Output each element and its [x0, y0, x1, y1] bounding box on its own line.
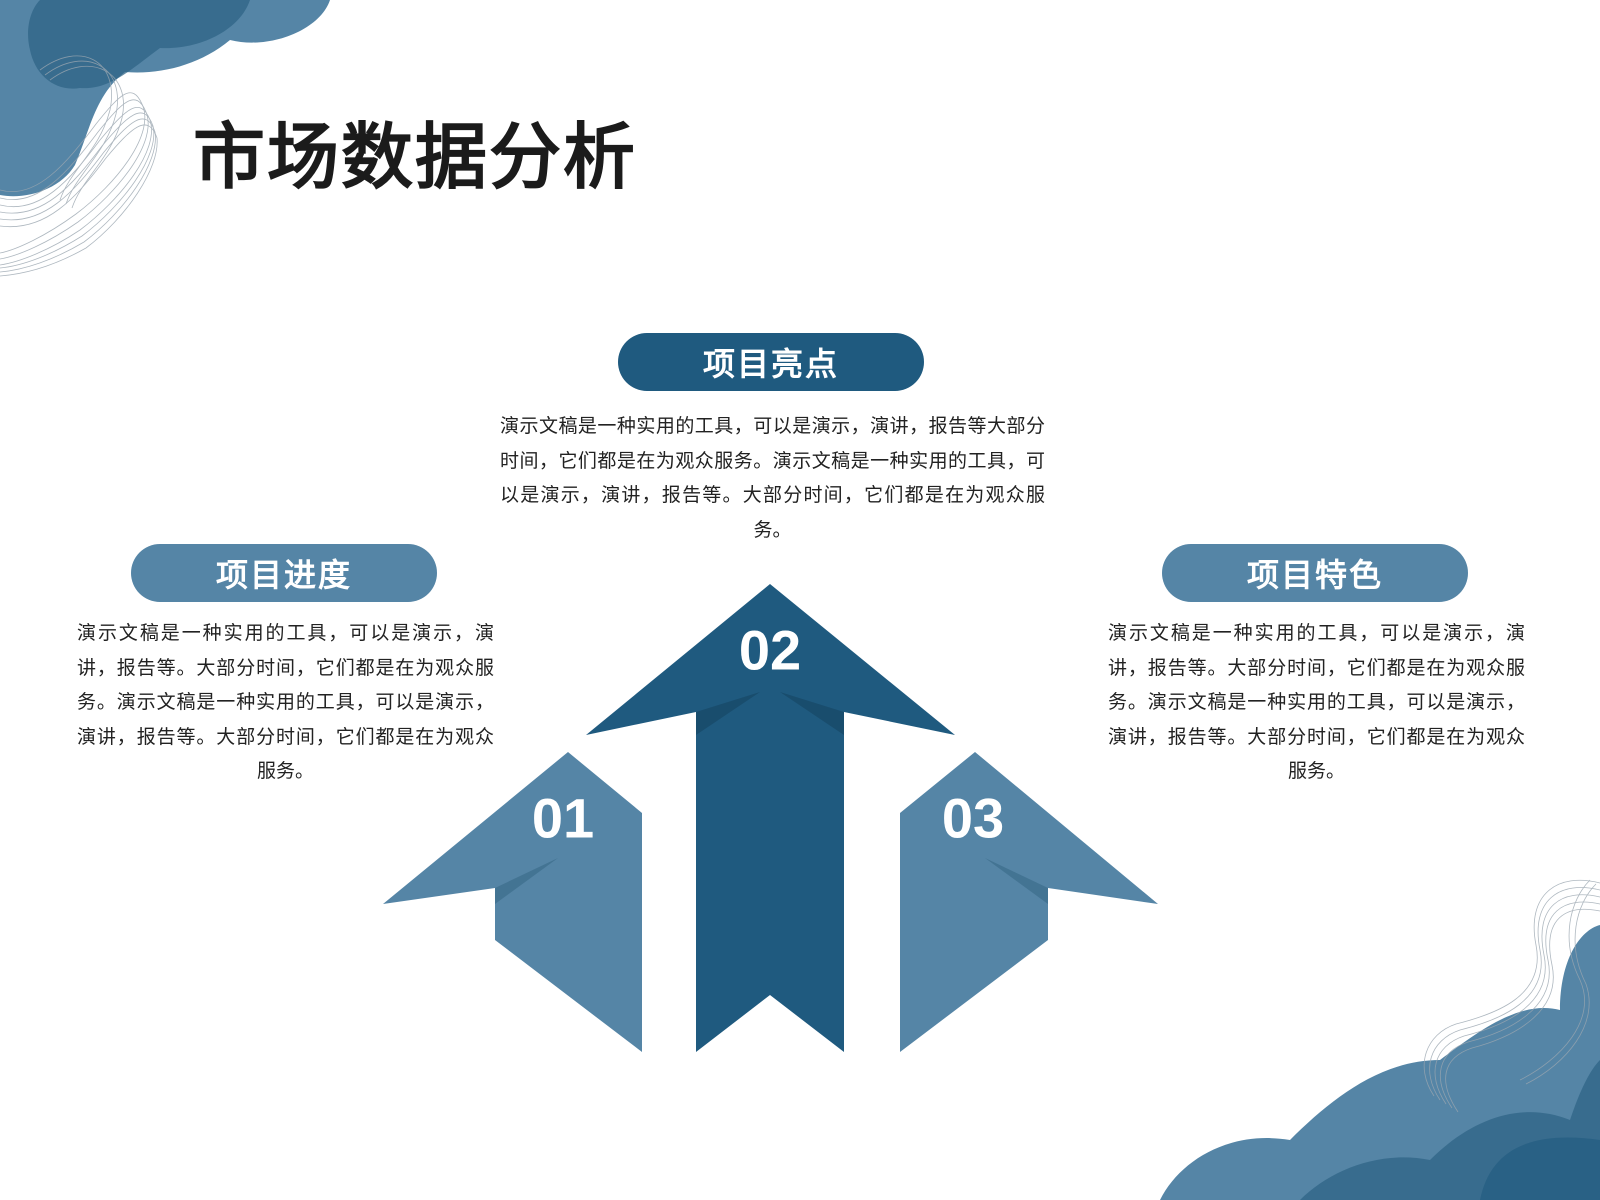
arrow-number-03: 03 — [941, 786, 1005, 850]
description-02: 演示文稿是一种实用的工具，可以是演示，演讲，报告等大部分时间，它们都是在为观众服… — [500, 415, 1045, 541]
top-left-wave-lines — [0, 55, 158, 277]
arrow-02 — [586, 584, 955, 1052]
heading-pill-03: 项目特色 — [1162, 544, 1468, 602]
description-03: 演示文稿是一种实用的工具，可以是演示，演讲，报告等。大部分时间，它们都是在为观众… — [1108, 622, 1525, 782]
description-01: 演示文稿是一种实用的工具，可以是演示，演讲，报告等。大部分时间，它们都是在为观众… — [77, 622, 494, 782]
bottom-right-blob — [1160, 925, 1600, 1200]
page-title: 市场数据分析 — [193, 115, 638, 199]
heading-pill-02: 项目亮点 — [618, 333, 924, 391]
arrow-number-02: 02 — [738, 618, 802, 682]
bottom-right-wave-lines — [1423, 879, 1600, 1113]
heading-pill-01: 项目进度 — [131, 544, 437, 602]
arrow-01 — [383, 752, 642, 1052]
arrow-03 — [900, 752, 1158, 1052]
arrow-number-01: 01 — [531, 786, 595, 850]
